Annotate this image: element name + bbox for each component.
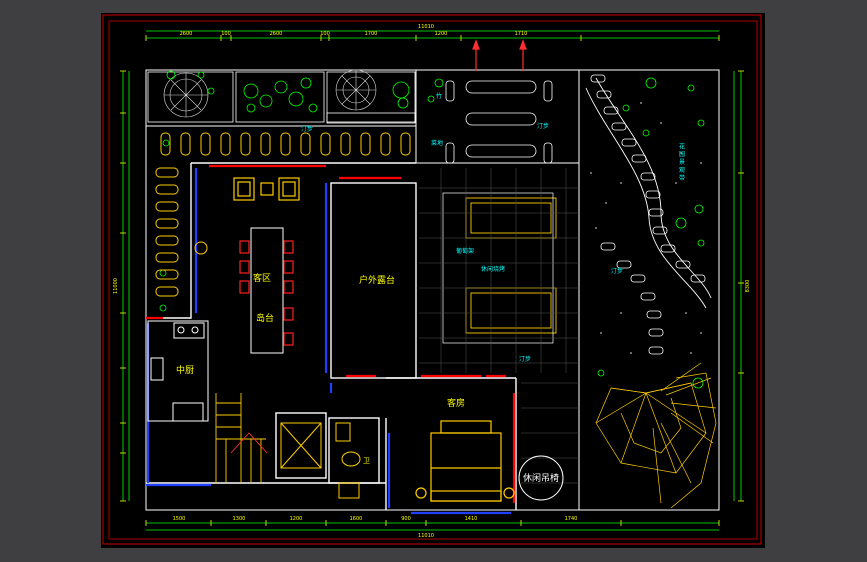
label-left-note: 竹 [436,92,442,100]
label-garden-note: 花 园 景 观 带 [678,142,685,182]
label-steps-1: 汀步 [301,125,313,133]
hammock-text: 休闲吊椅 [523,472,559,484]
bed [415,420,515,502]
dimension-ticks [120,35,744,526]
dim-top-7: 1710 [515,31,528,37]
dining-chairs [239,240,294,346]
label-left-note2: 菜地 [431,139,443,147]
outer-border [102,14,762,545]
garden-dots [590,102,702,354]
label-steps-4: 汀步 [519,355,531,363]
planter-boxes [147,71,416,124]
fireplace-icon [194,241,208,255]
dim-top-1: 2600 [180,31,193,37]
dim-side-0: 11000 [113,278,119,294]
pavilion-loungers [442,192,557,344]
label-pergola: 葡萄架 [456,247,474,255]
kitchen-fixtures [147,320,209,422]
shrubs [159,70,705,389]
room-labels: 客区 岛台 中厨 户外露台 客房 卫 [176,272,465,465]
dim-top-6: 1200 [435,31,448,37]
staircase [215,393,268,483]
vegetable-beds [445,80,553,164]
dim-bottom-5: 900 [401,516,411,522]
label-outdoor-deck: 户外露台 [359,274,395,286]
label-steps-3: 汀步 [611,267,623,275]
drawing-canvas[interactable]: 11010 2600 100 2600 100 1700 1200 1710 1… [101,13,765,548]
pergola-web [595,362,717,509]
floor-plan: 11010 2600 100 2600 100 1700 1200 1710 1… [102,14,762,545]
dim-bottom-0: 11010 [418,533,434,539]
house-walls [146,162,517,510]
inner-border [108,20,758,540]
dim-bottom-4: 1600 [350,516,363,522]
label-bbq: 休闲烧烤 [481,265,505,273]
deck-hatching [419,168,579,484]
dim-top-3: 2600 [270,31,283,37]
site-boundary [145,69,720,511]
dim-bottom-2: 1300 [233,516,246,522]
label-guest-area: 客区 [253,272,271,284]
stepping-stones-column [155,167,179,297]
hammock-circle [518,455,564,501]
dim-bottom-7: 1740 [565,516,578,522]
label-island: 岛台 [256,312,274,324]
dim-side-1: 8300 [745,280,751,293]
dim-top-4: 100 [320,31,330,37]
dim-bottom-6: 1410 [465,516,478,522]
bathroom-fixtures [335,422,361,499]
entrance-arrows [472,39,527,71]
tree-cluster [163,69,377,118]
cyan-labels: 葡萄架 休闲烧烤 汀步 汀步 汀步 汀步 竹 菜地 花 园 景 观 带 [301,92,685,363]
dimension-lines [122,30,742,531]
label-steps-2: 汀步 [537,122,549,130]
dim-top-0: 11010 [418,24,434,30]
red-walls [146,164,516,503]
dim-top-5: 1700 [365,31,378,37]
dim-top-2: 100 [221,31,231,37]
lounge-chairs [233,177,300,201]
dim-bottom-3: 1200 [290,516,303,522]
stepping-stones-row [160,132,411,156]
label-hammock: 休闲吊椅 [523,472,559,484]
label-bottom-note: 卫 [363,457,370,465]
label-kitchen: 中厨 [176,364,194,376]
label-bedroom: 客房 [447,397,465,409]
dining-table [250,227,284,354]
elevator-shaft [280,422,322,469]
path-stones [590,74,706,355]
dimension-texts: 11010 2600 100 2600 100 1700 1200 1710 1… [113,24,751,539]
dim-bottom-1: 1500 [173,516,186,522]
garden-path [585,77,712,309]
